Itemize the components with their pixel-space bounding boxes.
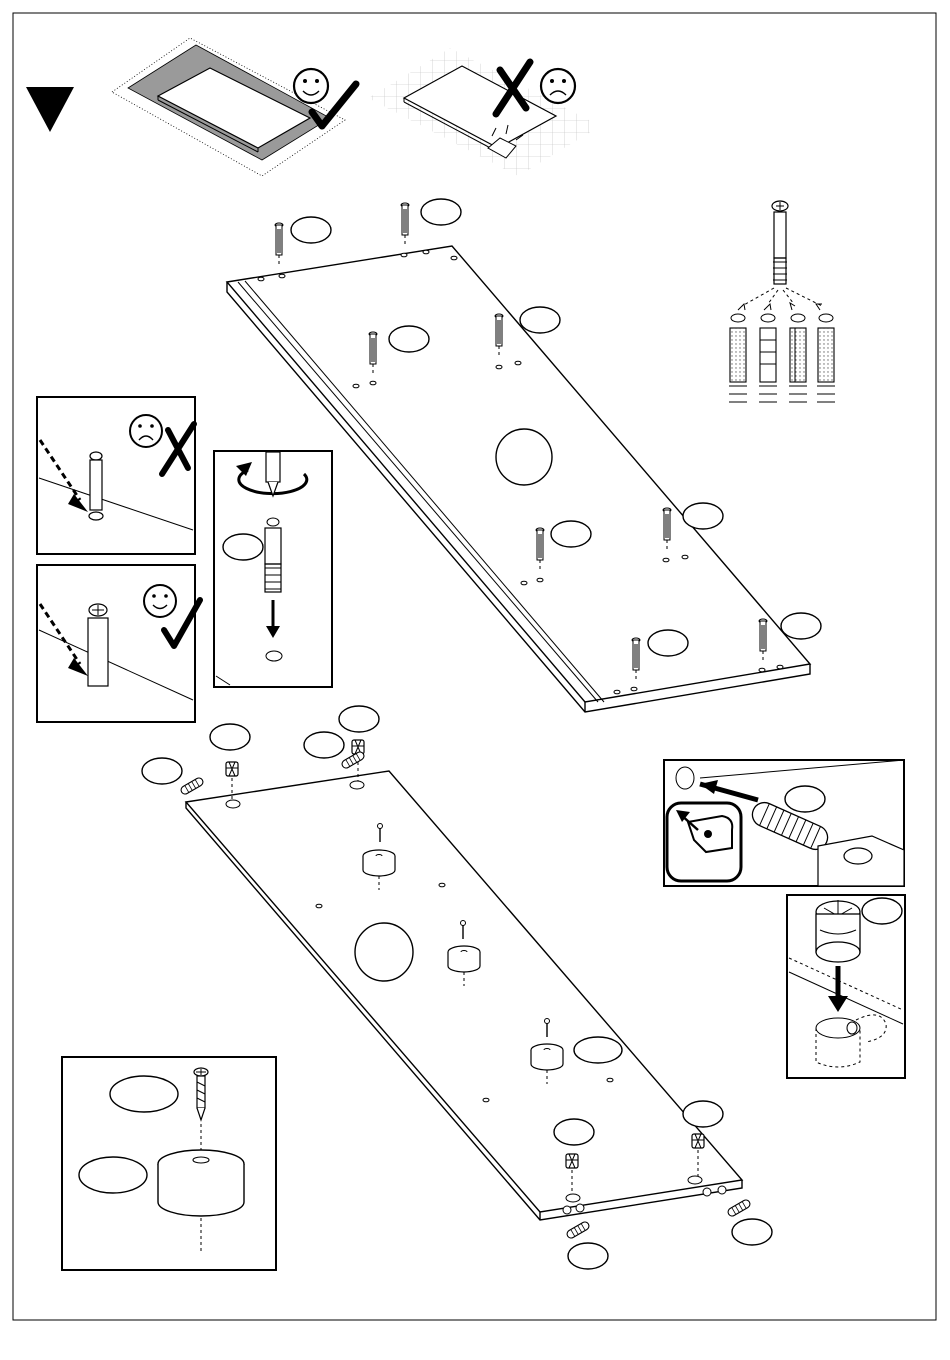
cam-lock-box	[787, 895, 905, 1078]
smiley-icon	[144, 585, 176, 617]
panel-on-carpet-correct	[112, 38, 345, 176]
warning-triangle-icon	[26, 87, 74, 132]
smiley-icon	[294, 69, 328, 103]
frown-icon	[541, 69, 575, 103]
dowel-insertion-box	[664, 760, 904, 886]
frown-icon	[130, 415, 162, 447]
furniture-foot-detail-box	[62, 1057, 276, 1270]
panel-on-hard-floor-incorrect	[368, 48, 600, 176]
pin-variants	[729, 201, 835, 402]
pin-insertion-correct-box	[37, 565, 200, 722]
pin-insertion-incorrect-box	[37, 397, 195, 554]
pin-screw-in-box	[214, 451, 332, 687]
